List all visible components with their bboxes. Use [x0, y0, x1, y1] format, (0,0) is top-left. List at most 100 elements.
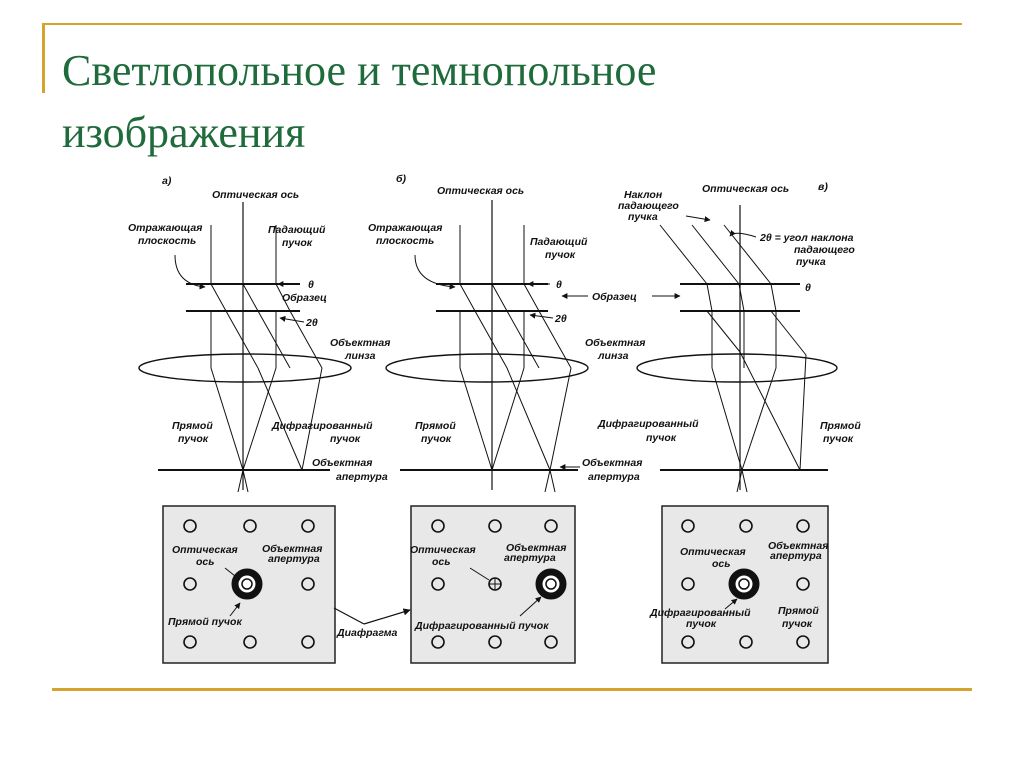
slide-title: Светлопольное и темнопольное изображения: [62, 40, 962, 164]
pattern-c-aperture-label: Объектная: [768, 540, 828, 552]
diffraction-spot: [431, 577, 445, 591]
panel-a-reflect-label-2: плоскость: [138, 235, 196, 247]
pattern-b-axis-pointer: [469, 567, 490, 581]
panel-b-direct-label-2: пучок: [421, 433, 452, 445]
panel-b-reflect-label-2: плоскость: [376, 235, 434, 247]
panel-a-direct-label-2: пучок: [178, 433, 209, 445]
diffraction-spot: [544, 635, 558, 649]
diffraction-spot: [431, 635, 445, 649]
pattern-b-diffracted-arrow: [519, 596, 542, 617]
panel-b-two-theta: 2θ: [554, 313, 567, 325]
pattern-b-spots: [431, 519, 558, 649]
pattern-c-diffracted-arrow: [724, 598, 738, 610]
pattern-b-diffracted-spot: [545, 578, 557, 590]
panel-b-two-theta-arrow: [529, 312, 554, 319]
panel-a-two-theta: 2θ: [305, 317, 318, 329]
panel-a-diffracted-label: Дифрагированный: [271, 420, 373, 432]
panel-b-incident-label: Падающий: [530, 236, 588, 248]
panel-a-reflect-arrow: [174, 254, 206, 290]
pattern-b-axis-label: Оптическая: [410, 544, 476, 556]
title-line-2: изображения: [62, 108, 306, 157]
pattern-b: Оптическая ось Объектная апертура Дифраг…: [410, 505, 576, 664]
panel-c-angle-label: 2θ = угол наклона: [759, 232, 854, 244]
panel-b-direct-ray: [491, 367, 525, 471]
panel-b-sample-label: Образец: [592, 291, 637, 303]
diffraction-spot: [301, 635, 315, 649]
panel-c-diffracted-ray: [711, 367, 743, 471]
pattern-a-axis-pointer: [224, 567, 241, 581]
diffraction-spot: [739, 519, 753, 533]
diffraction-spot: [796, 577, 810, 591]
diffraction-spot: [183, 519, 197, 533]
bottom-accent-line: [52, 688, 972, 691]
panel-c-crystal-line: [770, 283, 777, 312]
panel-a-direct-label: Прямой: [172, 420, 213, 432]
pattern-c: Оптическая ось Объектная апертура Дифраг…: [649, 505, 829, 664]
panel-a-diffracted-ray: [257, 310, 291, 369]
panel-c-angle-arrow: [729, 229, 757, 238]
pattern-c-spots: [681, 519, 810, 649]
panel-a-incident-label: Падающий: [268, 224, 326, 236]
panel-b-optical-axis-label: Оптическая ось: [437, 185, 524, 197]
pattern-a-axis-label: Оптическая: [172, 544, 238, 556]
panel-a-crystal-line: [210, 283, 227, 312]
pattern-c-direct-label: Прямой: [778, 605, 819, 617]
panel-a-diffracted-ray: [289, 310, 323, 369]
pattern-b-diffracted-label: Дифрагированный пучок: [414, 620, 549, 632]
pattern-b-axis-label-2: ось: [432, 556, 451, 568]
panel-c-incident-beam: [659, 224, 708, 285]
panel-c-incident-beam: [691, 224, 740, 285]
diffraction-spot: [183, 635, 197, 649]
panel-b-diffracted-ray: [538, 310, 572, 369]
panel-b-crystal-line: [523, 283, 540, 312]
diffraction-spot: [301, 519, 315, 533]
pattern-a-direct-label: Прямой пучок: [168, 616, 242, 628]
panel-c-focus-ray: [741, 469, 748, 493]
panel-c-direct-label-2: пучок: [823, 433, 854, 445]
panel-b-label: б): [396, 173, 407, 185]
diffraction-spot: [544, 519, 558, 533]
panel-a: а) Оптическая ось Отражающая плоскость П…: [128, 175, 390, 493]
pattern-a-direct-arrow: [229, 602, 241, 617]
diaphragm-label: Диафрагма: [336, 627, 397, 639]
diffraction-spot: [183, 577, 197, 591]
panel-c-theta: θ: [805, 282, 811, 294]
panel-c-diffracted-ray: [741, 367, 777, 471]
panel-c-optical-axis-label: Оптическая ось: [702, 183, 789, 195]
panel-b-lens-label-2: линза: [597, 350, 629, 362]
pattern-a-spots: [183, 519, 315, 649]
panel-b: б) Оптическая ось Отражающая плоскость П…: [368, 173, 681, 493]
diffraction-spot: [796, 519, 810, 533]
diffraction-spot: [243, 635, 257, 649]
panel-c-objective-lens: [636, 353, 838, 383]
panel-b-diffracted-ray: [549, 367, 572, 471]
panel-b-aperture-label-2: апертура: [588, 471, 640, 483]
panel-c-crystal-line: [706, 283, 713, 312]
panel-a-incident-label-2: пучок: [282, 237, 313, 249]
panel-b-diffracted-ray: [474, 310, 508, 369]
diffraction-spot: [301, 577, 315, 591]
panel-a-diffracted-ray: [257, 367, 303, 471]
panel-b-reflect-arrow: [414, 254, 456, 290]
pattern-c-direct-label-2: пучок: [782, 618, 813, 630]
panel-a-lens-label-2: линза: [344, 350, 376, 362]
panel-c-diffracted-label: Дифрагированный: [597, 418, 699, 430]
panel-a-lens-label: Объектная: [330, 337, 390, 349]
panel-b-reflect-label: Отражающая: [368, 222, 442, 234]
panel-a-aperture-label: Объектная: [312, 457, 372, 469]
panel-a-focus-ray: [242, 469, 249, 493]
panel-c-direct-ray: [706, 310, 741, 353]
panel-a-theta: θ: [308, 279, 314, 291]
panel-b-aperture-label: Объектная: [582, 457, 642, 469]
pattern-c-axis-label: Оптическая: [680, 546, 746, 558]
panel-c-direct-ray: [739, 351, 801, 471]
panel-b-incident-label-2: пучок: [545, 249, 576, 261]
panel-c-tilt-label-2: падающего: [618, 200, 679, 212]
diffraction-spot: [739, 635, 753, 649]
pattern-c-aperture-label-2: апертура: [770, 550, 822, 562]
panel-a-two-theta-arrow: [279, 315, 305, 323]
diffraction-spot: [796, 635, 810, 649]
panel-c-tilt-label: Наклон: [624, 189, 663, 201]
pattern-b-aperture-ring: [535, 568, 567, 600]
panel-b-lens-label: Объектная: [585, 337, 645, 349]
